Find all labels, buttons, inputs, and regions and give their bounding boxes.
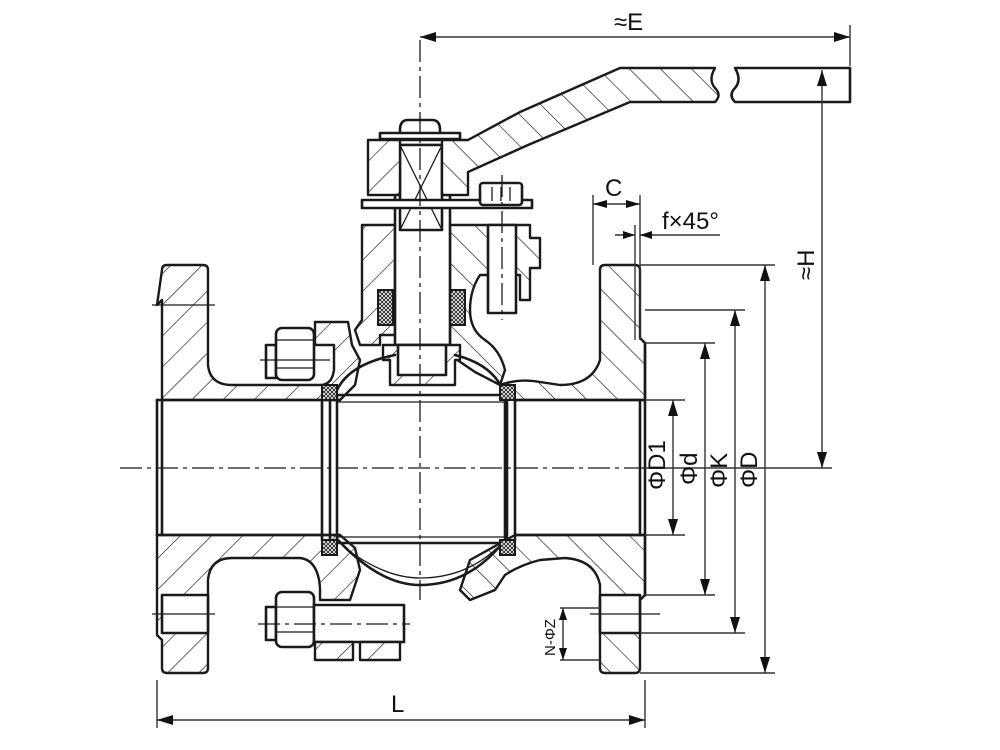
body-right (458, 263, 660, 675)
dim-D: ΦD (736, 265, 770, 673)
bonnet (353, 223, 542, 387)
dim-K: ΦK (706, 310, 740, 633)
dim-E: ≈E (420, 9, 851, 66)
label-K: ΦK (706, 453, 733, 488)
body-bolt-upper (260, 326, 330, 382)
label-bolt-holes: N-ΦZ (542, 619, 559, 656)
body-bolt-lower (258, 590, 410, 662)
seat-ring-ur (499, 384, 516, 401)
dim-H: ≈H (645, 70, 832, 469)
ball (320, 353, 517, 587)
dim-D1: ΦD1 (644, 400, 678, 535)
stem-packing-right (449, 289, 466, 326)
label-L: L (391, 691, 404, 718)
stem (381, 143, 462, 387)
seat-ring-ll (321, 539, 338, 556)
label-D1: ΦD1 (644, 440, 671, 490)
label-H: ≈H (793, 249, 820, 280)
gland-bolt (478, 175, 524, 320)
label-d: Φd (676, 453, 703, 486)
seat-ring-ul (321, 384, 338, 401)
dim-C: C (592, 175, 641, 340)
label-C: C (605, 175, 622, 202)
dim-L: L (156, 680, 646, 728)
stem-packing-left (377, 289, 394, 326)
label-chamfer: f×45° (662, 208, 719, 235)
label-E: ≈E (614, 9, 643, 36)
dim-bolt-holes: N-ΦZ (542, 607, 600, 661)
dim-chamfer: f×45° (615, 208, 720, 239)
seat-ring-lr (499, 539, 516, 556)
label-D: ΦD (736, 452, 763, 488)
dim-d: Φd (676, 343, 710, 595)
body-left (152, 263, 362, 675)
